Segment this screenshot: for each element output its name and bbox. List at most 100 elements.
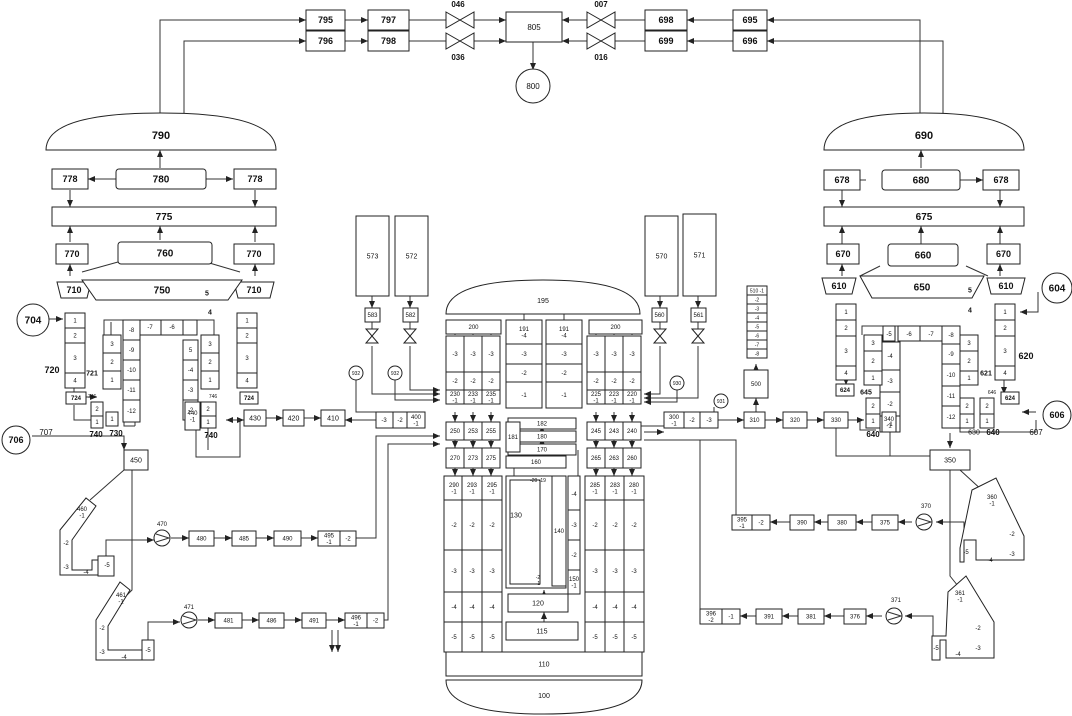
sublabel: -1 [561,393,567,399]
label-b704: 704 [25,316,42,327]
label-b760: 760 [157,249,174,260]
sublabel: 510 -1 [750,288,764,294]
label-b220: 220-1 [627,392,638,404]
label-m1g: -1 [728,615,734,621]
sublabel: -2 [887,402,893,408]
block-b624b [1000,391,1020,405]
block-b805 [505,11,563,43]
sublabel: -5 [592,635,598,641]
node-b706 [1,425,31,455]
label-b115: 115 [536,628,547,635]
block-cell [505,381,543,409]
label-b583: 583 [367,313,378,319]
pump-symbol [887,611,903,621]
block-b120 [507,593,569,613]
block-b200b [588,319,643,335]
sublabel: -5 [755,324,760,330]
block-b624a [835,383,855,397]
label-b740a: 740 [89,430,103,439]
sublabel: -3 [488,352,494,358]
label-b225: 225-1 [591,392,602,404]
sublabel: -5 [963,550,969,556]
sublabel: 1 [871,419,875,425]
sublabel: 3 [73,356,77,362]
label-b610b: 610 [998,281,1013,291]
label-b495: 495-1 [324,533,335,545]
block-cell [102,370,122,390]
sublabel: -2 [63,541,69,547]
sublabel: -8 [755,351,760,357]
block-b770b [233,243,275,265]
label-b375: 375 [880,521,891,527]
sublabel: 1 [110,378,114,384]
block-b780 [115,168,207,190]
block-b491 [301,612,327,629]
sublabel: -4 [571,492,577,498]
label-b486: 486 [266,619,277,625]
block-b583 [364,307,381,323]
sublabel: -3 [755,306,760,312]
block-cell [122,399,141,423]
block-b450 [123,449,149,471]
sublabel: -2 [99,626,105,632]
label-b670a: 670 [835,249,850,259]
label-b730: 730 [109,429,123,438]
sublabel: -5 [886,332,892,338]
sublabel: -9 [129,348,135,354]
block-cell [105,411,119,427]
sublabel: -4 [755,315,760,321]
label-b621: 621 [980,370,992,377]
hopper-b750 [81,279,243,301]
sublabel: -3 [1009,552,1015,558]
block-b191a [505,319,543,345]
label-b746a: 746 [88,394,97,400]
label-b245: 245 [591,429,602,435]
sublabel: -10 [127,368,136,374]
label-b630: 630 [968,429,980,436]
label-b250: 250 [450,429,461,435]
sublabel: -11 [947,394,956,400]
label-s4b: 4 [968,307,972,314]
label-b270: 270 [450,456,461,462]
vessel-460 [59,497,99,576]
block-cell [746,348,768,359]
label-b640a: 640 [866,430,880,439]
block-b430 [243,409,267,427]
block-b486 [258,612,285,629]
sublabel: -7 [928,332,934,338]
block-m2f [751,514,771,531]
label-b340: 340-1 [884,417,895,429]
block-b770a [55,243,89,265]
label-b740b: 740 [204,431,218,440]
sublabel: -3 [592,569,598,575]
sublabel: 4 [844,371,848,377]
sublabel: -4 [188,368,194,374]
label-b420: 420 [288,415,300,422]
label-b110: 110 [538,661,549,668]
label-b481: 481 [223,619,234,625]
sublabel: 1 [73,319,77,325]
label-b223: 223-1 [609,392,620,404]
label-b710a: 710 [66,285,81,295]
sublabel: -1 [536,581,541,587]
block-b670a [826,243,860,265]
vessel-b790 [45,112,277,151]
block-b797 [367,9,410,31]
block-cell [200,370,220,390]
label-b460: 460-1 [77,507,88,519]
sublabel: -2 [571,553,577,559]
node-b932a [348,365,364,381]
block-b795 [305,9,346,31]
sublabel: -3 [611,352,617,358]
block-b181 [505,421,521,453]
label-b260: 260 [627,456,638,462]
label-b645: 645 [860,389,872,396]
block-b400 [406,411,426,429]
sublabel: -3 [451,569,457,575]
sublabel: 5 [189,348,193,354]
block-b582 [402,307,419,323]
sublabel: -4 [121,655,127,661]
block-b150 [567,569,581,595]
block-b698 [644,9,688,31]
label-b680: 680 [913,176,930,187]
